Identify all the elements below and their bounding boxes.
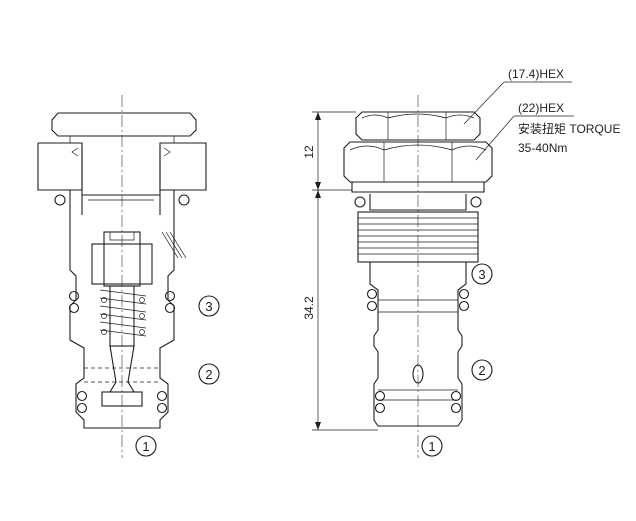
hex-small-label: (17.4)HEX — [508, 67, 564, 81]
hex-large-label: (22)HEX — [518, 101, 564, 115]
svg-text:3: 3 — [205, 299, 212, 314]
torque-value: 35-40Nm — [518, 141, 567, 155]
svg-text:12: 12 — [302, 145, 316, 159]
exterior-small-hex — [355, 111, 481, 141]
leader-hex-large — [475, 115, 515, 161]
exterior-port-3: 3 — [471, 263, 493, 285]
svg-text:2: 2 — [205, 367, 212, 382]
exterior-large-hex — [343, 141, 493, 183]
dimension-upper: 12 — [302, 111, 356, 191]
svg-text:2: 2 — [478, 363, 485, 378]
exterior-port-2: 2 — [471, 359, 493, 381]
exterior-port-1: 1 — [421, 435, 443, 457]
exterior-view: 12 34.2 (17.4)HEX (22)HEX 安装扭矩 TORQUE 35… — [302, 67, 620, 458]
exterior-oring-top-right — [470, 196, 482, 208]
section-spring — [99, 289, 147, 337]
section-port-3: 3 — [198, 295, 220, 317]
svg-text:1: 1 — [142, 439, 149, 454]
exterior-body — [369, 262, 467, 427]
section-oring-2-left — [76, 390, 88, 402]
dimension-lower: 34.2 — [302, 190, 378, 431]
section-port-1: 1 — [135, 435, 157, 457]
leader-hex-small — [463, 81, 505, 125]
section-oring-3-left — [68, 290, 80, 302]
svg-text:34.2: 34.2 — [302, 296, 316, 320]
section-view: 3 2 1 — [37, 95, 220, 458]
exterior-cross-hole — [412, 364, 424, 384]
exterior-thread-lines — [358, 217, 478, 255]
svg-text:1: 1 — [428, 439, 435, 454]
section-cap — [51, 112, 197, 137]
exterior-oring-top-left — [354, 196, 366, 208]
svg-text:3: 3 — [478, 267, 485, 282]
section-port-2: 2 — [198, 363, 220, 385]
section-oring-top-right — [178, 194, 190, 206]
torque-label: 安装扭矩 TORQUE — [518, 121, 620, 136]
section-oring-top-left — [54, 194, 66, 206]
exterior-thread — [357, 211, 479, 263]
